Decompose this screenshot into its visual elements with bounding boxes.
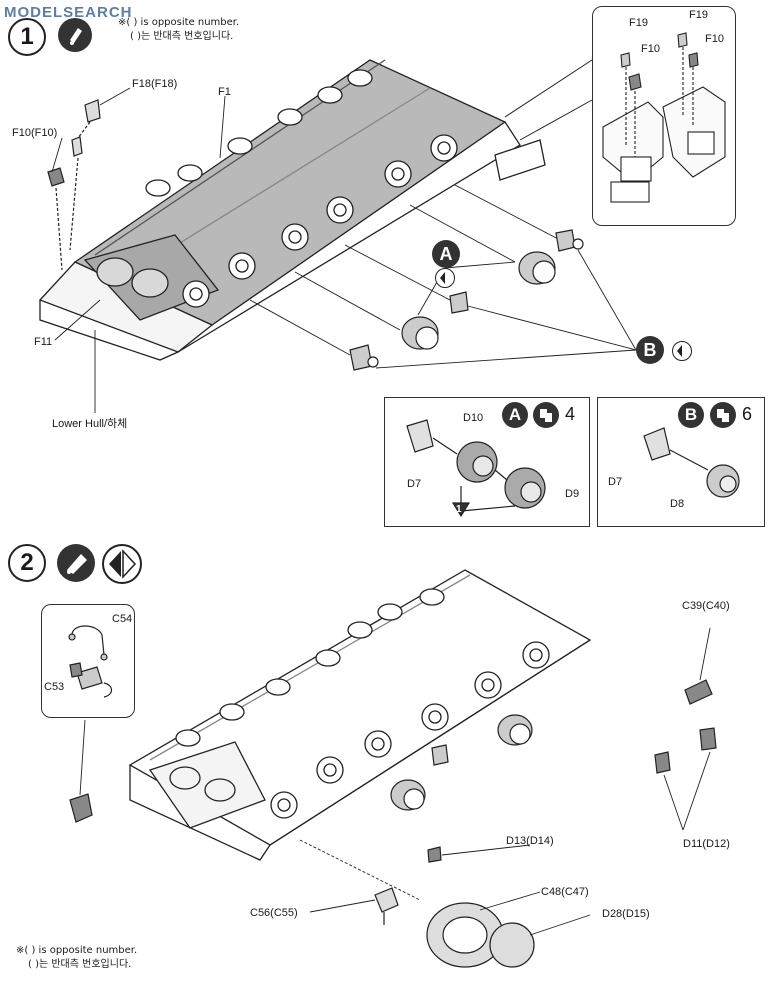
lower-hull-step1 <box>38 59 546 361</box>
paint-icon <box>57 544 95 582</box>
label-d28: D28(D15) <box>602 908 650 920</box>
spare-wheels-step1 <box>349 229 584 371</box>
cement-icon <box>58 18 92 52</box>
step-2-number: 2 <box>8 544 46 582</box>
label-c48: C48(C47) <box>541 886 589 898</box>
opposite-number-note-bottom: ※( ) is opposite number. ( )는 반대측 번호입니다. <box>16 944 137 972</box>
callout-lines <box>375 249 637 369</box>
note-line-en: ※( ) is opposite number. <box>118 17 240 28</box>
box-b-count: 6 <box>742 404 753 424</box>
inset-c54-c53: C54 C53 <box>41 604 135 718</box>
label-f10: F10(F10) <box>12 127 58 139</box>
label-lower-hull: Lower Hull/하체 <box>52 418 128 430</box>
box-a-letter: A <box>502 402 528 428</box>
box-a-marker: 1 <box>456 504 462 515</box>
inset-label-f19-right: F19 <box>689 9 708 21</box>
box-b-cement-icon <box>710 402 736 428</box>
label-f1: F1 <box>218 86 231 98</box>
box-a-cement-icon <box>533 402 559 428</box>
box-b-label-d8: D8 <box>670 498 685 510</box>
c54-attached-part <box>69 793 93 823</box>
wheel-arrows <box>249 184 561 356</box>
box-b-letter: B <box>678 402 704 428</box>
inset-label-f19-left: F19 <box>629 17 648 29</box>
subassembly-box-b: B 6 D7 D8 <box>597 397 765 527</box>
inset-label-f10-right: F10 <box>705 33 724 45</box>
hub-mounts-step2 <box>270 641 550 819</box>
box-a-label-d10: D10 <box>463 412 484 424</box>
lower-hull-step2 <box>128 569 592 861</box>
box-a-label-d7: D7 <box>407 478 422 490</box>
label-c39: C39(C40) <box>682 600 730 612</box>
box-b-label-d7: D7 <box>608 476 623 488</box>
half-arrow-icon-b <box>672 341 692 361</box>
note-line-ko-bottom: ( )는 반대측 번호입니다. <box>28 959 132 970</box>
hub-mounts <box>182 134 458 308</box>
box-a-label-d9: D9 <box>565 488 580 500</box>
note-line-ko: ( )는 반대측 번호입니다. <box>130 31 234 42</box>
parts-f18-f10 <box>47 99 101 271</box>
label-d11: D11(D12) <box>683 838 730 850</box>
label-c56: C56(C55) <box>250 907 298 919</box>
inset-connector <box>504 59 593 141</box>
step-1-number: 1 <box>8 18 46 56</box>
opposite-number-note-top: ※( ) is opposite number. ( )는 반대측 번호입니다. <box>118 16 239 44</box>
label-c53: C53 <box>44 681 65 693</box>
label-c54: C54 <box>112 613 133 625</box>
inset-label-f10-left: F10 <box>641 43 660 55</box>
label-d13: D13(D14) <box>506 835 554 847</box>
label-f18: F18(F18) <box>132 78 178 90</box>
fender-bumps <box>145 69 373 197</box>
leader-lines-step1 <box>51 87 226 413</box>
leader-lines-step2 <box>79 627 711 936</box>
callout-b-marker: B <box>636 336 664 364</box>
note-line-en-bottom: ※( ) is opposite number. <box>16 945 138 956</box>
label-f11: F11 <box>34 336 53 348</box>
watermark-text: ModelSearch <box>4 4 133 21</box>
inset-f19-f10: F19 F19 F10 F10 <box>592 6 736 226</box>
box-b-drawing <box>643 427 740 498</box>
inset-c54-drawing <box>68 625 113 698</box>
step2-parts <box>374 679 717 968</box>
fender-bumps-step2 <box>175 588 445 747</box>
both-sides-icon <box>102 544 142 584</box>
box-a-drawing <box>406 419 546 518</box>
inset-drawing <box>602 32 726 203</box>
box-a-count: 4 <box>565 404 576 424</box>
half-arrow-icon-a <box>435 268 455 288</box>
subassembly-box-a: A 4 D10 D7 D9 1 <box>384 397 590 527</box>
watermark-logo: ModelSearch <box>4 4 133 22</box>
callout-a-marker: A <box>432 240 460 268</box>
